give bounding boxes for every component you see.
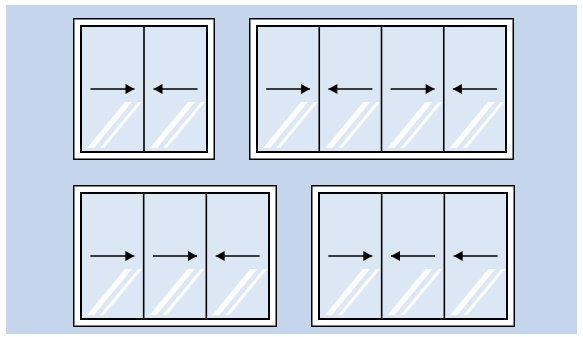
arrow-left-icon	[215, 251, 260, 261]
glare-stripe	[449, 102, 495, 148]
glare-stripe	[87, 269, 132, 315]
window-panel	[325, 84, 381, 148]
glare-stripe	[100, 269, 142, 315]
window-panel	[212, 251, 268, 315]
glare-stripe	[338, 102, 381, 148]
window-inner-frame	[80, 192, 270, 320]
arrow-right-icon	[266, 84, 311, 94]
glare-stripe	[163, 102, 205, 148]
windows-layer	[73, 18, 515, 327]
window-2-panel	[73, 18, 215, 160]
glare-stripe	[162, 269, 205, 315]
glare-stripe	[87, 102, 132, 148]
window-panel	[149, 251, 205, 315]
window-panel	[263, 84, 318, 148]
arrow-right-icon	[90, 251, 135, 261]
glare-stripe	[450, 269, 496, 315]
glare-stripe	[325, 102, 371, 148]
glare-stripe	[387, 102, 433, 148]
arrow-right-icon	[153, 251, 197, 261]
arrow-left-icon	[153, 84, 198, 94]
arrow-left-icon	[391, 251, 435, 261]
window-panel	[325, 251, 380, 315]
arrow-right-icon	[328, 251, 373, 261]
arrow-right-icon	[390, 84, 435, 94]
glare-stripe	[338, 269, 380, 315]
window-inner-frame	[80, 25, 208, 153]
window-panel	[387, 84, 443, 148]
arrow-right-icon	[90, 84, 135, 94]
glare-stripe	[463, 269, 506, 315]
glare-stripe	[100, 102, 142, 148]
window-panel	[450, 251, 506, 315]
window-panel	[449, 84, 505, 148]
window-inner-frame	[256, 25, 507, 153]
glare-stripe	[149, 269, 195, 315]
window-panel	[87, 84, 142, 148]
window-3-panel-right-right-left	[73, 185, 277, 327]
window-panel	[150, 84, 205, 148]
arrow-left-icon	[452, 84, 497, 94]
glare-stripe	[387, 269, 433, 315]
window-3-panel-right-left-left	[311, 185, 515, 327]
window-inner-frame	[318, 192, 508, 320]
window-4-panel	[249, 18, 514, 160]
glare-stripe	[150, 102, 195, 148]
glare-stripe	[400, 102, 443, 148]
arrow-left-icon	[328, 84, 373, 94]
arrow-left-icon	[453, 251, 498, 261]
glare-stripe	[225, 269, 268, 315]
window-panel	[387, 251, 443, 315]
glare-stripe	[212, 269, 258, 315]
glare-stripe	[462, 102, 505, 148]
glare-stripe	[276, 102, 318, 148]
glare-stripe	[325, 269, 370, 315]
glare-stripe	[263, 102, 308, 148]
window-panel	[87, 251, 142, 315]
glare-stripe	[400, 269, 443, 315]
